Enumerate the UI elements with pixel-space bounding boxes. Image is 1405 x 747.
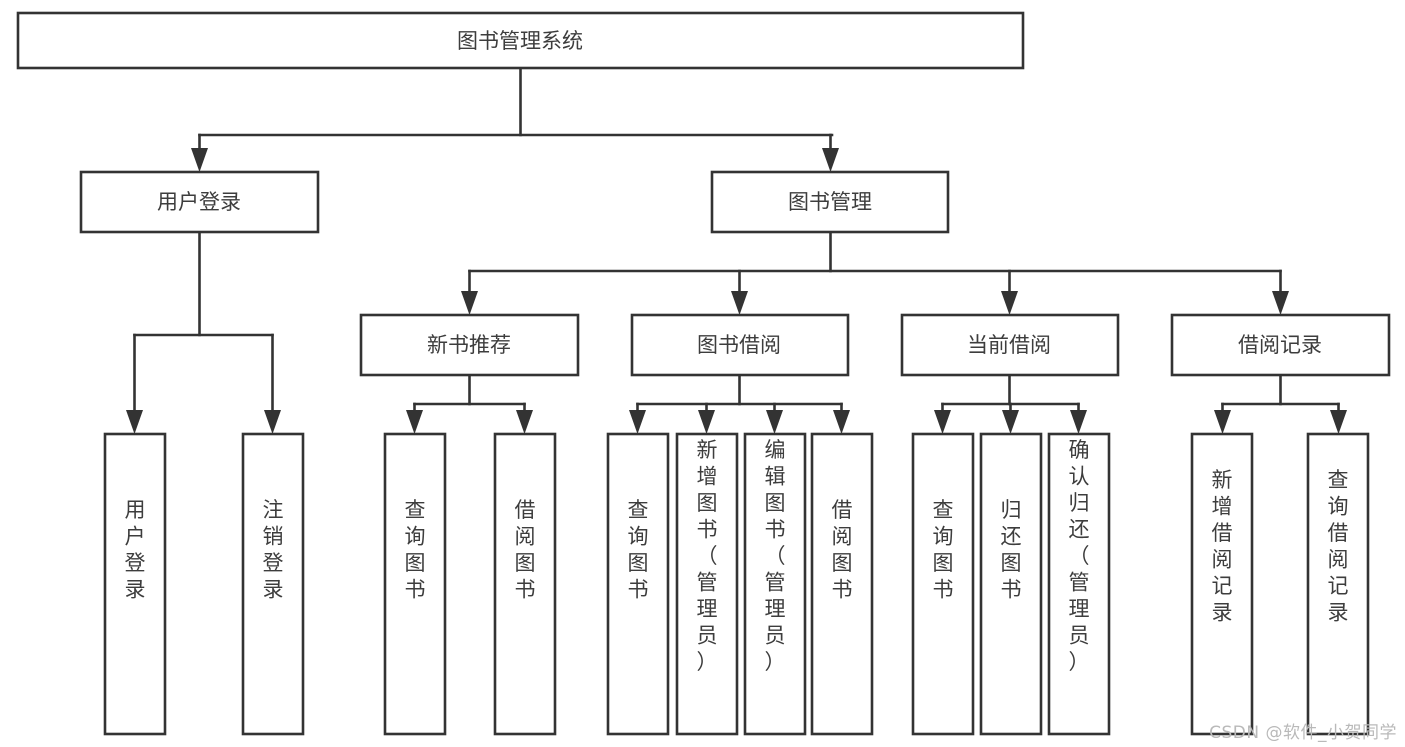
node-leaf-query-record-box[interactable]: [1306, 432, 1370, 736]
arrowhead-leaf-query-record: [1330, 410, 1347, 434]
node-root[interactable]: 图书管理系统: [16, 11, 1025, 70]
node-leaf-query-book-3[interactable]: 查询图书: [911, 432, 975, 736]
node-leaf-return-book-label: 归还图书: [1001, 498, 1022, 602]
node-leaf-user-login-box[interactable]: [103, 432, 167, 736]
arrowhead-leaf-user-login: [126, 410, 143, 434]
node-leaf-query-book-2-box[interactable]: [606, 432, 670, 736]
arrowhead-leaf-query-book-2: [629, 410, 646, 434]
node-leaf-borrow-book-1[interactable]: 借阅图书: [493, 432, 557, 736]
arrowhead-leaf-add-record: [1214, 410, 1231, 434]
arrowhead-leaf-query-book-1: [406, 410, 423, 434]
node-leaf-user-login[interactable]: 用户登录: [103, 432, 167, 736]
node-leaf-add-book[interactable]: 新增图书（管理员）: [675, 432, 739, 736]
node-leaf-query-book-3-label: 查询图书: [933, 498, 954, 602]
node-leaf-query-book-1-box[interactable]: [383, 432, 447, 736]
node-leaf-edit-book-box[interactable]: [743, 432, 807, 736]
node-leaf-query-record-label: 查询借阅记录: [1328, 468, 1349, 625]
node-leaf-confirm-return-box[interactable]: [1047, 432, 1111, 736]
arrowhead-leaf-query-book-3: [934, 410, 951, 434]
node-leaf-borrow-book-2-label: 借阅图书: [832, 498, 853, 602]
arrowhead-leaf-return-book: [1002, 410, 1019, 434]
arrowhead-leaf-add-book: [698, 410, 715, 434]
node-leaf-user-logout-box[interactable]: [241, 432, 305, 736]
node-user-login[interactable]: 用户登录: [79, 170, 320, 234]
node-leaf-query-book-2[interactable]: 查询图书: [606, 432, 670, 736]
node-leaf-query-book-1[interactable]: 查询图书: [383, 432, 447, 736]
connector-layer: [126, 66, 1347, 434]
arrowhead-current-borrow: [1001, 291, 1018, 315]
node-leaf-confirm-return[interactable]: 确认归还（管理员）: [1047, 432, 1111, 736]
arrowhead-user-login: [191, 148, 208, 172]
node-leaf-query-book-3-box[interactable]: [911, 432, 975, 736]
node-leaf-add-record-label: 新增借阅记录: [1212, 468, 1233, 625]
node-leaf-return-book[interactable]: 归还图书: [979, 432, 1043, 736]
node-new-book-recommend-label: 新书推荐: [427, 333, 511, 357]
node-leaf-edit-book[interactable]: 编辑图书（管理员）: [743, 432, 807, 736]
node-root-box[interactable]: [16, 11, 1025, 70]
node-leaf-borrow-book-2[interactable]: 借阅图书: [810, 432, 874, 736]
node-book-manage-box[interactable]: [710, 170, 950, 234]
arrowhead-leaf-borrow-book-1: [516, 410, 533, 434]
node-leaf-borrow-book-1-box[interactable]: [493, 432, 557, 736]
arrowhead-leaf-edit-book: [766, 410, 783, 434]
node-leaf-add-book-label: 新增图书（管理员）: [697, 438, 718, 674]
node-new-book-recommend-box[interactable]: [359, 313, 580, 377]
node-borrow-record-label: 借阅记录: [1238, 333, 1322, 357]
node-book-borrow[interactable]: 图书借阅: [630, 313, 850, 377]
arrowhead-leaf-user-logout: [264, 410, 281, 434]
node-book-manage[interactable]: 图书管理: [710, 170, 950, 234]
node-current-borrow-label: 当前借阅: [967, 333, 1051, 357]
node-current-borrow-box[interactable]: [900, 313, 1120, 377]
node-leaf-confirm-return-label: 确认归还（管理员）: [1069, 438, 1090, 674]
node-user-login-box[interactable]: [79, 170, 320, 234]
node-leaf-query-book-1-label: 查询图书: [405, 498, 426, 602]
node-book-borrow-label: 图书借阅: [697, 333, 781, 357]
node-leaf-add-record[interactable]: 新增借阅记录: [1190, 432, 1254, 736]
node-current-borrow[interactable]: 当前借阅: [900, 313, 1120, 377]
node-leaf-borrow-book-1-label: 借阅图书: [515, 498, 536, 602]
node-borrow-record-box[interactable]: [1170, 313, 1391, 377]
arrowhead-book-borrow: [731, 291, 748, 315]
node-leaf-user-logout-label: 注销登录: [263, 498, 284, 602]
arrowhead-borrow-record: [1272, 291, 1289, 315]
node-leaf-query-book-2-label: 查询图书: [628, 498, 649, 602]
node-leaf-edit-book-label: 编辑图书（管理员）: [765, 438, 786, 674]
node-leaf-return-book-box[interactable]: [979, 432, 1043, 736]
node-book-manage-label: 图书管理: [788, 190, 872, 214]
node-new-book-recommend[interactable]: 新书推荐: [359, 313, 580, 377]
arrowhead-book-manage: [822, 148, 839, 172]
node-leaf-query-record[interactable]: 查询借阅记录: [1306, 432, 1370, 736]
arrowhead-leaf-confirm-return: [1070, 410, 1087, 434]
node-leaf-user-logout[interactable]: 注销登录: [241, 432, 305, 736]
node-leaf-borrow-book-2-box[interactable]: [810, 432, 874, 736]
node-leaf-add-book-box[interactable]: [675, 432, 739, 736]
node-book-borrow-box[interactable]: [630, 313, 850, 377]
node-leaf-user-login-label: 用户登录: [125, 498, 146, 602]
node-root-label: 图书管理系统: [457, 29, 583, 53]
arrowhead-leaf-borrow-book-2: [833, 410, 850, 434]
arrowhead-new-book-recommend: [461, 291, 478, 315]
node-borrow-record[interactable]: 借阅记录: [1170, 313, 1391, 377]
node-user-login-label: 用户登录: [157, 190, 241, 214]
node-leaf-add-record-box[interactable]: [1190, 432, 1254, 736]
